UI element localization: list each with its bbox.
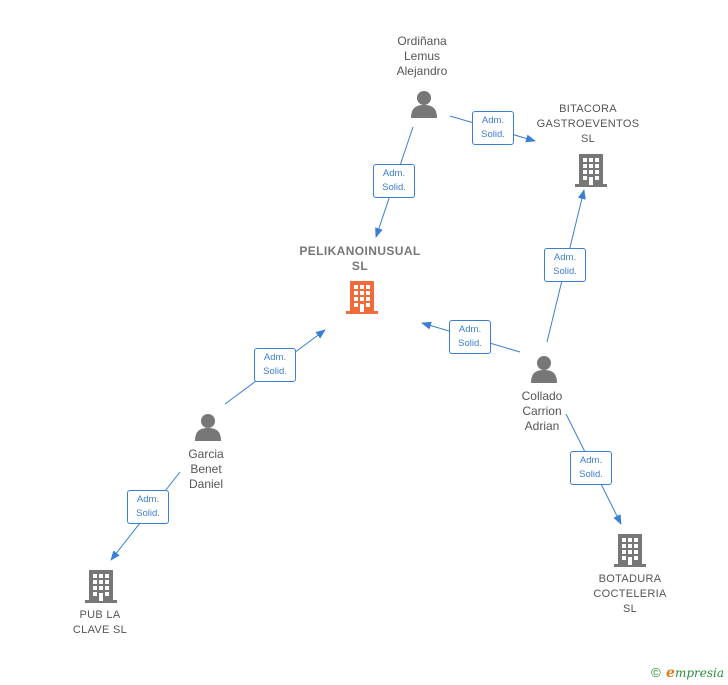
building-icon[interactable] <box>575 154 607 187</box>
edge-badge-line1: Adm. <box>263 352 287 363</box>
edge-badge-garcia-pelikano[interactable]: Adm. Solid. <box>254 348 296 382</box>
node-label-botadura[interactable]: BOTADURA COCTELERIA SL <box>593 573 667 615</box>
brand-logo-initial: e <box>666 665 675 681</box>
edge-badge-ordinana-pelikano[interactable]: Adm. Solid. <box>373 164 415 198</box>
edge-badge-ordinana-bitacora[interactable]: Adm. Solid. <box>472 111 514 145</box>
edge-badge-collado-bitacora[interactable]: Adm. Solid. <box>544 248 586 282</box>
person-icon[interactable] <box>411 91 437 118</box>
person-icon[interactable] <box>195 414 221 441</box>
edge-badge-line2: Solid. <box>458 338 482 349</box>
copyright-icon: © <box>651 665 661 680</box>
edge-badge-line1: Adm. <box>458 324 482 335</box>
edge-badge-line1: Adm. <box>481 115 505 126</box>
edge-badge-line1: Adm. <box>382 168 406 179</box>
person-icon[interactable] <box>531 356 557 383</box>
edge-badge-line2: Solid. <box>136 508 160 519</box>
building-icon[interactable] <box>85 570 117 603</box>
edge-badge-line2: Solid. <box>579 469 603 480</box>
edge-badge-collado-pelikano[interactable]: Adm. Solid. <box>449 320 491 354</box>
edge-badge-line2: Solid. <box>263 366 287 377</box>
main-building-icon[interactable] <box>346 281 378 314</box>
edge-badge-line2: Solid. <box>481 129 505 140</box>
node-label-pub[interactable]: PUB LA CLAVE SL <box>72 609 128 636</box>
edge-badge-line2: Solid. <box>553 266 577 277</box>
brand-footer: © empresia <box>651 665 724 681</box>
edge-badge-line1: Adm. <box>136 494 160 505</box>
building-icon[interactable] <box>614 534 646 567</box>
node-label-pelikano[interactable]: PELIKANOINUSUAL SL <box>299 244 421 273</box>
edge-badge-garcia-pub[interactable]: Adm. Solid. <box>127 490 169 524</box>
edge-badge-line1: Adm. <box>553 252 577 263</box>
node-label-ordinana[interactable]: Ordiñana Lemus Alejandro <box>396 34 448 78</box>
edge-badge-collado-botadura[interactable]: Adm. Solid. <box>570 451 612 485</box>
node-label-bitacora[interactable]: BITACORA GASTROEVENTOS SL <box>536 103 640 145</box>
brand-logo-rest: mpresia <box>674 666 724 680</box>
edge-badge-line1: Adm. <box>579 455 603 466</box>
edge-badge-line2: Solid. <box>382 182 406 193</box>
brand-logo: empresia <box>666 665 724 681</box>
node-label-collado[interactable]: Collado Carrion Adrian <box>521 389 563 433</box>
node-label-garcia[interactable]: Garcia Benet Daniel <box>188 447 224 491</box>
